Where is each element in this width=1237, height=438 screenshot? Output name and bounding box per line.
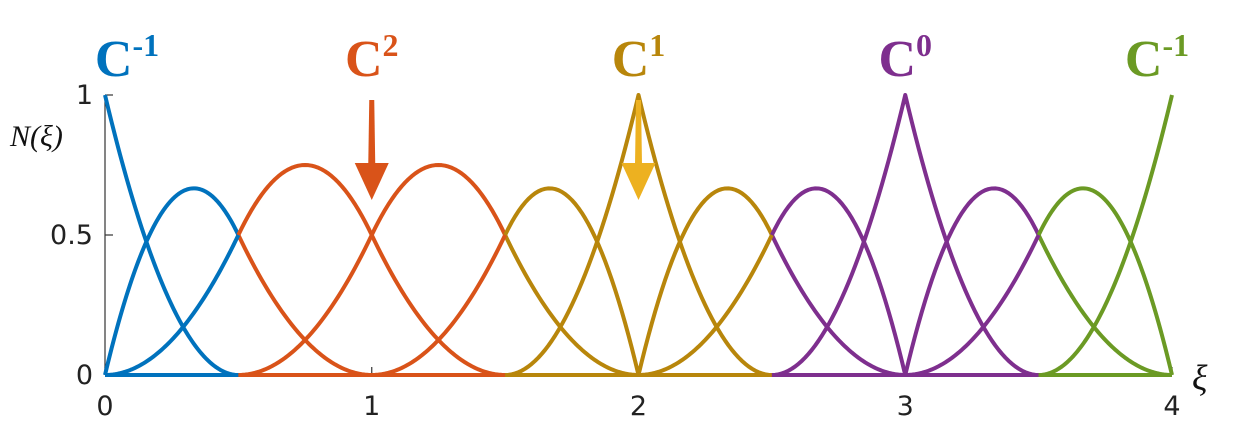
continuity-label: C0: [878, 27, 932, 88]
x-tick-label: 4: [1163, 391, 1180, 422]
basis-segment: [103, 186, 241, 376]
y-tick-label: 1: [76, 80, 93, 111]
basis-segment: [1036, 186, 1174, 376]
continuity-label: C-1: [95, 27, 159, 88]
arrow-shaft: [635, 100, 642, 165]
basis-segment: [505, 93, 772, 377]
continuity-label: C2: [345, 27, 399, 88]
x-axis-label: ξ: [1192, 358, 1208, 398]
arrow-shaft: [368, 100, 376, 165]
arrow-head: [621, 163, 656, 200]
arrow: [354, 100, 389, 200]
basis-segment: [771, 93, 1039, 377]
basis-segment: [103, 94, 239, 377]
y-tick-label: 0.5: [50, 220, 93, 251]
continuity-label: C-1: [1125, 27, 1189, 88]
y-axis-label: N(ξ): [9, 120, 63, 153]
basis-function: [104, 94, 1174, 377]
basis-segment: [104, 234, 241, 377]
basis-segment: [238, 163, 507, 377]
continuity-label: C1: [612, 27, 666, 88]
x-tick-label: 1: [363, 391, 380, 422]
axes: 0 1 2 3 4 0 0.5 1: [50, 80, 1181, 422]
y-tick-label: 0: [76, 360, 93, 391]
x-tick-label: 3: [897, 391, 914, 422]
arrow-head: [354, 163, 389, 200]
basis-segment: [1036, 234, 1173, 377]
x-tick-label: 0: [96, 391, 113, 422]
x-tick-label: 2: [630, 391, 647, 422]
basis-curves: [103, 93, 1174, 377]
arrow: [621, 100, 656, 200]
basis-segment: [1038, 94, 1174, 377]
annotations: C-1 C2 C1 C0 C-1: [95, 27, 1189, 200]
